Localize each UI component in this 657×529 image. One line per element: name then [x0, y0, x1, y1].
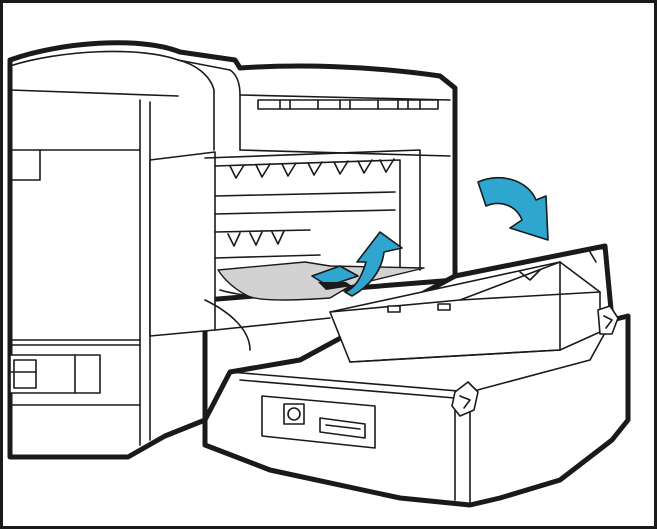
upper-paper-guides	[229, 158, 395, 179]
top-grille	[257, 99, 439, 110]
tray-clips	[451, 305, 619, 417]
upward-arrow-icon	[344, 231, 403, 297]
curved-arrow-icon	[477, 176, 549, 241]
paper-tab-shadow	[318, 282, 352, 290]
printer-body	[7, 40, 458, 460]
lower-paper-guides	[227, 230, 285, 247]
printer-cavity	[149, 149, 421, 351]
front-panel	[261, 395, 376, 449]
